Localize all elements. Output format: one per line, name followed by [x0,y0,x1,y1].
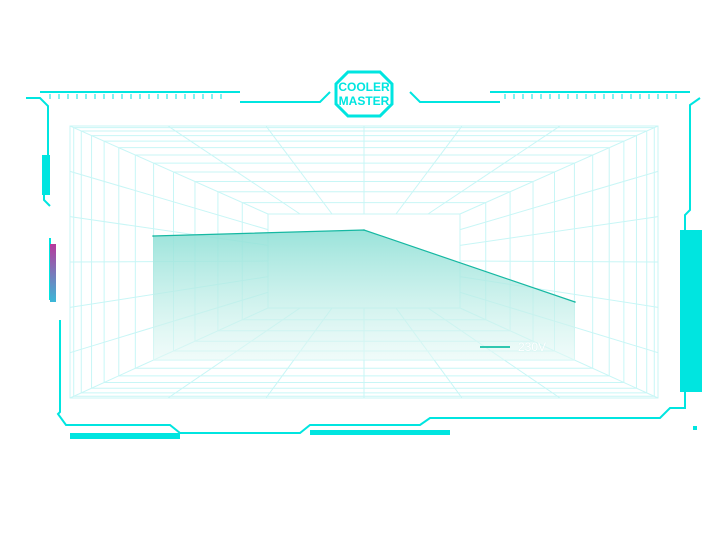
legend-swatch [480,346,510,348]
data-point [152,235,154,237]
color-strip [50,244,56,302]
data-point [363,229,365,231]
legend: 230V [480,340,546,354]
hud-accents [42,155,702,439]
hud-ticks [49,94,677,99]
cooler-master-logo: COOLER MASTER [334,70,394,118]
svg-text:COOLER: COOLER [338,80,390,94]
series-area-0 [153,230,575,360]
svg-text:MASTER: MASTER [339,94,390,108]
data-point [574,301,576,303]
plot-area [152,229,576,360]
legend-label: 230V [518,340,547,354]
